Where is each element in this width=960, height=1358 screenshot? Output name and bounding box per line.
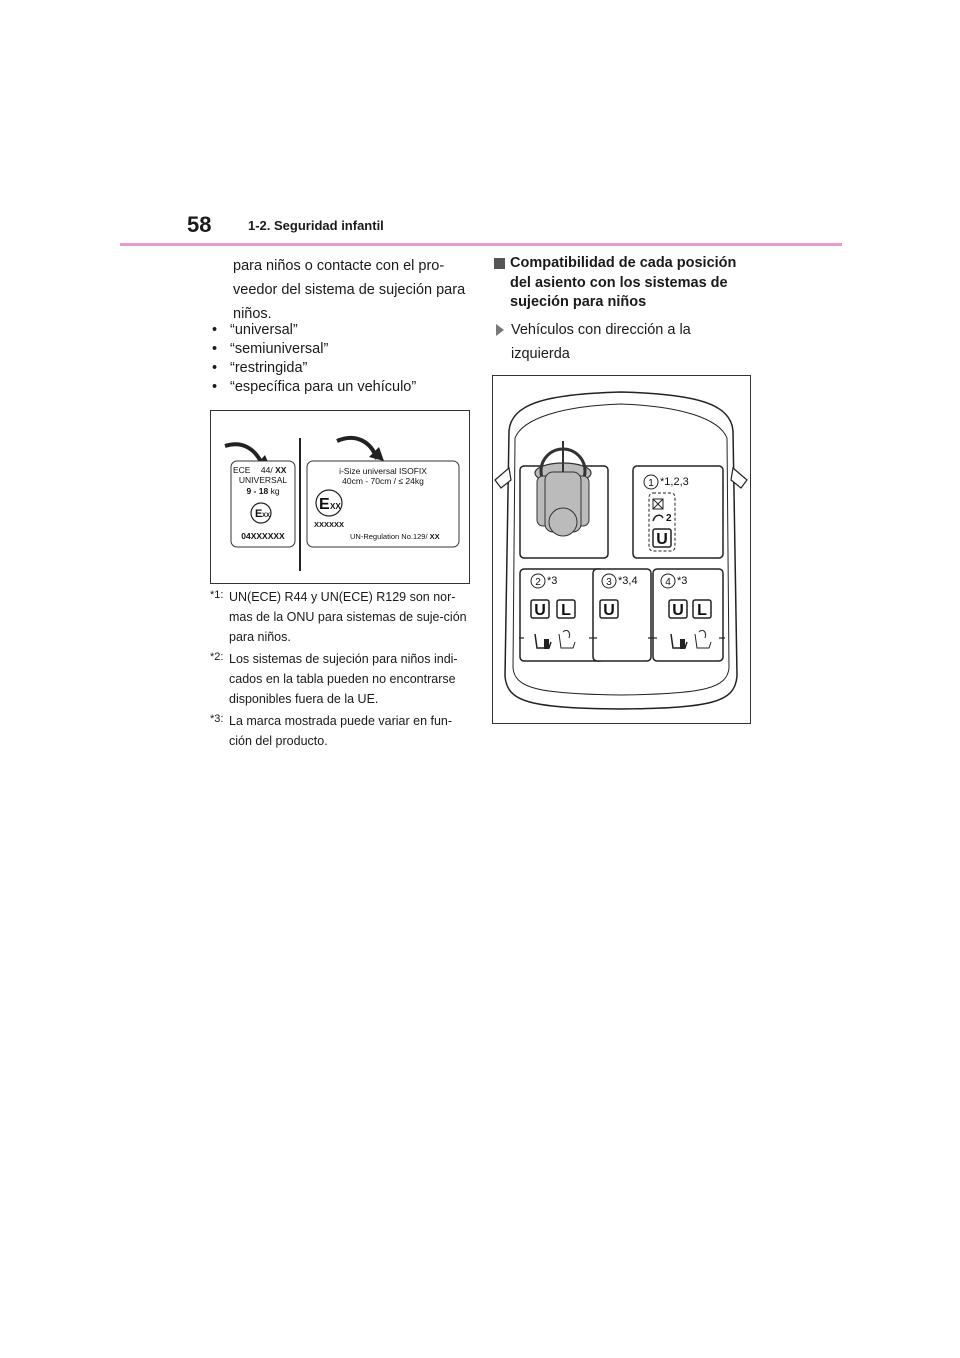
isize-e-mark: E (319, 496, 330, 513)
top-tether-icon (694, 629, 712, 649)
seat-note: *3 (547, 575, 557, 587)
seat-mark: L (697, 602, 707, 619)
seat-mark: U (656, 531, 668, 548)
seat-note: *3 (677, 575, 687, 587)
list-item: “restringida” (210, 359, 470, 378)
vehicle-seat-diagram: 1 *1,2,3 2 U 2 *3 U L (494, 391, 748, 710)
page-number: 58 (187, 212, 212, 237)
ece-regulation: 44/ (261, 465, 273, 475)
ece-code: 04XXXXXX (241, 531, 285, 541)
svg-text:ECE 44/ XX: ECE 44/ XX (233, 465, 287, 475)
seat-position-figure: 1 *1,2,3 2 U 2 *3 U L (492, 375, 751, 724)
footnote-text: UN(ECE) R44 y UN(ECE) R129 son nor-mas d… (229, 590, 467, 644)
ece-weight-unit: kg (271, 486, 280, 496)
triangle-bullet-icon (496, 324, 504, 336)
footnote-mark: *2: (210, 651, 224, 663)
seat-mark: U (672, 602, 684, 619)
footnote-text: Los sistemas de sujeción para niños indi… (229, 652, 458, 706)
continuation-text: para niños o contacte con el pro-veedor … (233, 258, 466, 322)
ece-prefix: ECE (233, 465, 251, 475)
footnote-text: La marca mostrada puede variar en fun-ci… (229, 714, 453, 748)
isize-code: XXXXXX (314, 520, 344, 529)
seat-number: 2 (535, 577, 541, 588)
footnote: *2: Los sistemas de sujeción para niños … (210, 649, 472, 709)
section-title: 1-2. Seguridad infantil (248, 218, 384, 233)
footnote-mark: *3: (210, 713, 224, 725)
header-divider (120, 243, 842, 246)
footnote: *1: UN(ECE) R44 y UN(ECE) R129 son nor-m… (210, 587, 472, 647)
isize-regulation: UN-Regulation No.129/ (350, 532, 428, 541)
e-mark-icon (250, 502, 272, 524)
seat-number: 1 (648, 478, 654, 489)
seat-mark: L (561, 602, 571, 619)
isize-title: i-Size universal ISOFIX (339, 466, 427, 476)
ece-e-mark: E (255, 508, 262, 520)
seat-number: 3 (606, 577, 612, 588)
square-bullet-icon (494, 258, 505, 269)
footnotes: *1: UN(ECE) R44 y UN(ECE) R129 son nor-m… (210, 587, 472, 753)
seat-note: *1,2,3 (660, 476, 689, 488)
svg-text:UN-Regulation No.129/ XX: UN-Regulation No.129/ XX (350, 532, 440, 541)
list-item: “semiuniversal” (210, 340, 470, 359)
seat-mark: U (603, 602, 615, 619)
section-heading: Compatibilidad de cada posición del asie… (494, 254, 754, 313)
footnote: *3: La marca mostrada puede variar en fu… (210, 711, 472, 751)
isofix-seat-icon (534, 633, 552, 649)
seat-mark: 2 (666, 513, 672, 524)
top-tether-icon (558, 629, 576, 649)
approval-label-figure: ECE 44/ XX UNIVERSAL 9 - 18 kg E XX 04XX… (210, 410, 470, 584)
list-item: “específica para un vehículo” (210, 378, 470, 397)
ece-xx: XX (275, 465, 287, 475)
isize-xx: XX (430, 532, 440, 541)
approval-label-illustration: ECE 44/ XX UNIVERSAL 9 - 18 kg E XX 04XX… (224, 435, 460, 571)
ece-weight-range: 9 - 18 (246, 486, 268, 496)
ece-universal: UNIVERSAL (239, 475, 287, 485)
isize-booster-icon (652, 498, 664, 522)
isize-stature: 40cm - 70cm / ≤ 24kg (342, 476, 424, 486)
sub-heading: Vehículos con dirección a la izquierda (496, 318, 746, 366)
ece-e-sub: XX (262, 513, 270, 519)
driver-icon (534, 441, 592, 537)
e-mark-icon (315, 489, 343, 517)
seat-mark: U (534, 602, 546, 619)
seat-note: *3,4 (618, 575, 638, 587)
svg-text:9 - 18 kg: 9 - 18 kg (246, 486, 279, 496)
footnote-mark: *1: (210, 589, 224, 601)
isize-e-sub: XX (330, 502, 341, 511)
approval-category-list: “universal” “semiuniversal” “restringida… (210, 321, 470, 397)
seat-number: 4 (665, 577, 671, 588)
isofix-seat-icon (670, 633, 688, 649)
list-item: “universal” (210, 321, 470, 340)
